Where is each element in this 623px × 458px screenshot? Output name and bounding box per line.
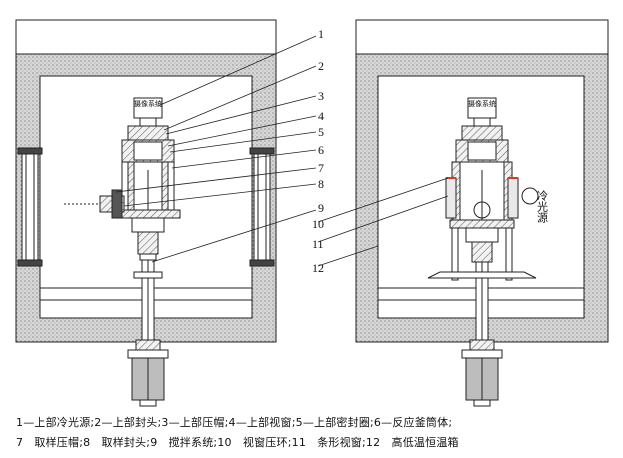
callout-1: 1	[318, 27, 324, 41]
callout-5: 5	[318, 125, 324, 139]
cold-light-source-icon	[521, 187, 539, 205]
callout-6: 6	[318, 143, 324, 157]
legend-line-1: 1—上部冷光源;2—上部封头;3—上部压帽;4—上部视窗;5—上部密封圈;6—反…	[16, 416, 453, 429]
callout-11: 11	[312, 237, 324, 251]
right-reactor	[427, 97, 539, 407]
left-reactor	[64, 97, 181, 407]
callout-7: 7	[318, 161, 324, 175]
leader-lines	[115, 35, 449, 267]
callout-8: 8	[318, 177, 324, 191]
callout-4: 4	[318, 109, 324, 123]
callout-10: 10	[312, 217, 324, 231]
camera-label-right: 摄像系统	[468, 99, 496, 108]
callout-labels: 1 2 3 4 5 6 7 8 9 10 11 12	[312, 27, 324, 275]
callout-12: 12	[312, 261, 324, 275]
callout-2: 2	[318, 59, 324, 73]
legend-line-2: 7 取样压帽;8 取样封头;9 搅拌系统;10 视窗压环;11 条形视窗;12 …	[16, 436, 459, 449]
cold-source-label: 冷光源	[536, 190, 549, 224]
camera-label-left: 摄像系统	[134, 99, 162, 108]
callout-9: 9	[318, 201, 324, 215]
callout-3: 3	[318, 89, 324, 103]
